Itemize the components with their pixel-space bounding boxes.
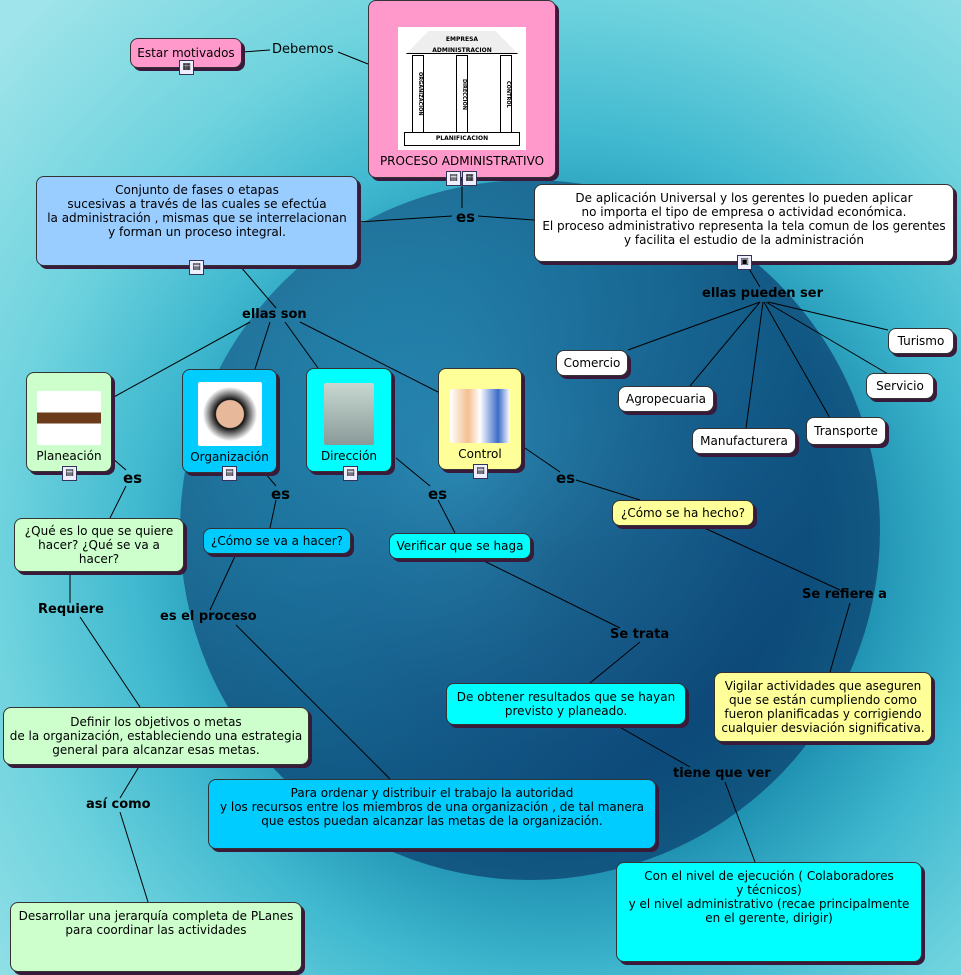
node-text: Control bbox=[458, 447, 502, 461]
node-text: Conjunto de fases o etapas sucesivas a t… bbox=[47, 183, 347, 239]
video-resource-icon[interactable]: ▦ bbox=[179, 60, 194, 75]
video-resource-icon[interactable]: ▦ bbox=[462, 171, 477, 186]
pillar: CONTROL bbox=[500, 55, 512, 133]
node-proceso-administrativo[interactable]: EMPRESA ADMINISTRACION ORGANIZACION DIRE… bbox=[368, 0, 556, 178]
node-text: Con el nivel de ejecución ( Colaboradore… bbox=[628, 869, 910, 925]
node-text: Verificar que se haga bbox=[396, 539, 524, 553]
node-manufacturera[interactable]: Manufacturera bbox=[692, 428, 796, 454]
node-text: ¿Qué es lo que se quiere hacer? ¿Qué se … bbox=[24, 524, 174, 566]
node-definicion[interactable]: Conjunto de fases o etapas sucesivas a t… bbox=[36, 176, 358, 266]
node-que-hacer[interactable]: ¿Qué es lo que se quiere hacer? ¿Qué se … bbox=[14, 518, 184, 572]
node-ordenar[interactable]: Para ordenar y distribuir el trabajo la … bbox=[208, 779, 656, 849]
document-resource-icon[interactable]: ▤ bbox=[343, 466, 358, 481]
node-control[interactable]: Control bbox=[438, 368, 522, 470]
node-text: Servicio bbox=[876, 379, 924, 393]
node-text: Estar motivados bbox=[137, 46, 235, 60]
hands-image bbox=[197, 382, 262, 446]
document-resource-icon[interactable]: ▤ bbox=[446, 171, 461, 186]
node-vigilar[interactable]: Vigilar actividades que aseguren que se … bbox=[714, 672, 932, 742]
temple-beam-text: ADMINISTRACION bbox=[432, 47, 492, 54]
link-es-el-proceso: es el proceso bbox=[160, 609, 257, 624]
node-text: Definir los objetivos o metas de la orga… bbox=[9, 715, 303, 757]
meeting-image bbox=[37, 391, 101, 445]
node-text: Dirección bbox=[320, 449, 378, 463]
link-es: es bbox=[456, 208, 476, 226]
temple-top-text: EMPRESA bbox=[445, 36, 479, 43]
node-text: Organización bbox=[190, 450, 269, 464]
node-comercio[interactable]: Comercio bbox=[556, 350, 628, 376]
node-text: Turismo bbox=[897, 334, 945, 348]
temple-base: PLANIFICACION bbox=[404, 132, 520, 146]
link-ellas-pueden-ser: ellas pueden ser bbox=[702, 286, 824, 301]
node-text: Desarrollar una jerarquía completa de PL… bbox=[18, 909, 294, 937]
node-definir-objetivos[interactable]: Definir los objetivos o metas de la orga… bbox=[3, 707, 309, 765]
temple-image: EMPRESA ADMINISTRACION ORGANIZACION DIRE… bbox=[398, 27, 526, 150]
node-text: Comercio bbox=[563, 356, 621, 370]
node-text: ¿Cómo se ha hecho? bbox=[620, 506, 746, 520]
node-text: De aplicación Universal y los gerentes l… bbox=[542, 191, 946, 247]
link-se-refiere-a: Se refiere a bbox=[802, 587, 887, 602]
link-es: es bbox=[556, 469, 576, 487]
node-aplicacion-universal[interactable]: De aplicación Universal y los gerentes l… bbox=[534, 184, 954, 262]
link-requiere: Requiere bbox=[38, 602, 104, 617]
node-direccion[interactable]: Dirección bbox=[306, 368, 392, 472]
node-como-hacer[interactable]: ¿Cómo se va a hacer? bbox=[203, 528, 351, 554]
node-text: Transporte bbox=[814, 424, 878, 438]
link-tiene-que-ver: tiene que ver bbox=[673, 766, 771, 781]
node-text: De obtener resultados que se hayan previ… bbox=[456, 690, 676, 718]
image-resource-icon[interactable]: ▣ bbox=[737, 255, 752, 270]
people-talking-image bbox=[450, 389, 510, 443]
link-es: es bbox=[428, 485, 448, 503]
pillar: ORGANIZACION bbox=[412, 55, 424, 133]
node-text: Para ordenar y distribuir el trabajo la … bbox=[219, 786, 645, 828]
node-obtener-resultados[interactable]: De obtener resultados que se hayan previ… bbox=[446, 683, 686, 725]
node-verificar[interactable]: Verificar que se haga bbox=[389, 533, 531, 559]
node-text: Manufacturera bbox=[700, 434, 788, 448]
node-text: Vigilar actividades que aseguren que se … bbox=[721, 679, 925, 735]
node-title: PROCESO ADMINISTRATIVO bbox=[379, 154, 545, 168]
node-turismo[interactable]: Turismo bbox=[888, 328, 954, 354]
node-servicio[interactable]: Servicio bbox=[866, 373, 934, 399]
node-agropecuaria[interactable]: Agropecuaria bbox=[618, 386, 714, 412]
link-debemos: Debemos bbox=[272, 42, 334, 57]
office-image bbox=[324, 383, 374, 445]
link-es: es bbox=[123, 469, 143, 487]
node-organizacion[interactable]: Organización bbox=[182, 369, 277, 473]
node-transporte[interactable]: Transporte bbox=[806, 417, 886, 445]
document-resource-icon[interactable]: ▤ bbox=[62, 466, 77, 481]
link-ellas-son: ellas son bbox=[242, 307, 307, 322]
link-asi-como: así como bbox=[86, 797, 151, 812]
node-estar-motivados[interactable]: Estar motivados bbox=[130, 38, 242, 68]
node-text: Planeación bbox=[36, 449, 102, 463]
node-nivel-ejecucion[interactable]: Con el nivel de ejecución ( Colaboradore… bbox=[616, 862, 922, 962]
node-text: ¿Cómo se va a hacer? bbox=[210, 534, 344, 548]
node-text: Agropecuaria bbox=[625, 392, 706, 406]
pillar: DIRECCION bbox=[456, 55, 468, 133]
node-desarrollar[interactable]: Desarrollar una jerarquía completa de PL… bbox=[10, 902, 302, 972]
node-como-se-ha-hecho[interactable]: ¿Cómo se ha hecho? bbox=[612, 500, 754, 526]
document-resource-icon[interactable]: ▤ bbox=[189, 260, 204, 275]
document-resource-icon[interactable]: ▤ bbox=[473, 464, 488, 479]
link-se-trata: Se trata bbox=[610, 627, 670, 642]
link-es: es bbox=[271, 485, 291, 503]
node-planeacion[interactable]: Planeación bbox=[26, 372, 112, 472]
document-resource-icon[interactable]: ▤ bbox=[222, 466, 237, 481]
